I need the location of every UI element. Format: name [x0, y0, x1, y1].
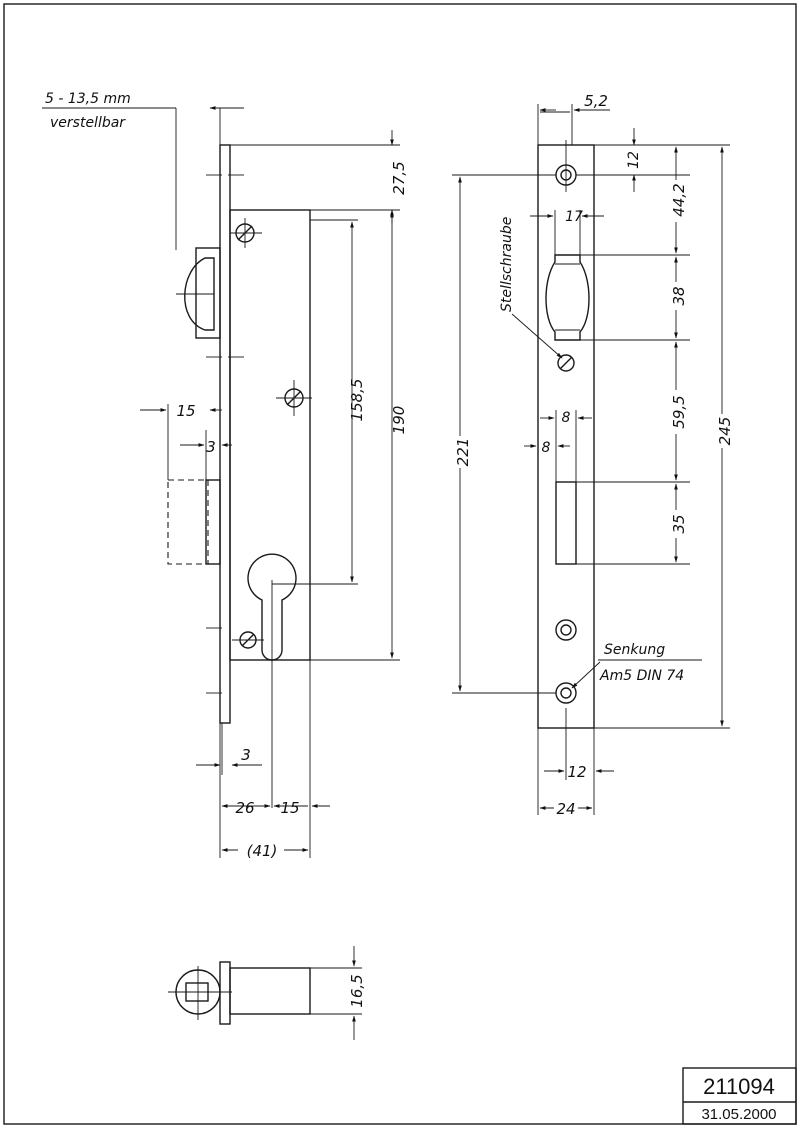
title-block: 211094 31.05.2000: [682, 1067, 797, 1125]
dim-hole-top: 12: [626, 151, 642, 169]
dim-hole-offset: 5,2: [584, 92, 608, 110]
adjustable-range-label: 5 - 13,5 mm: [45, 91, 131, 107]
front-bolt: [555, 481, 577, 565]
dim-bolt-height: 35: [670, 514, 688, 533]
drawing-date: 31.05.2000: [701, 1106, 776, 1123]
dim-latch-width: 15: [176, 402, 195, 420]
dim-hole-span: 221: [454, 438, 472, 467]
side-view: 5 - 13,5 mm verstellbar 27,5 158,5 190 1…: [42, 91, 408, 860]
dim-body-height: 190: [390, 406, 408, 435]
front-set-screw: [557, 354, 575, 372]
dim-bottom-gap: 3: [241, 746, 251, 764]
dim-latch-height: 38: [670, 286, 688, 305]
side-lock-body: [229, 209, 311, 661]
side-bolt: [205, 479, 221, 565]
dim-top-offset: 27,5: [390, 161, 408, 194]
side-latch: [176, 247, 221, 339]
front-view: 5,2 12 44,2 17 38 59,5 35: [452, 92, 734, 818]
dim-total-depth: (41): [247, 842, 278, 860]
bottom-view: 16,5: [168, 946, 366, 1040]
drawing-number: 211094: [703, 1074, 775, 1099]
dim-backset: 26: [235, 799, 254, 817]
dim-plate-length: 245: [716, 417, 734, 446]
adjustable-word-label: verstellbar: [50, 115, 126, 131]
front-hole-middle: [555, 619, 577, 641]
dim-latch-top: 44,2: [670, 183, 688, 216]
side-faceplate: [219, 144, 231, 724]
bottom-lock-body: [229, 967, 311, 1015]
set-screw-label: Stellschraube: [499, 217, 515, 312]
side-screw-middle: [276, 380, 312, 416]
side-screw-bottom: [232, 631, 264, 649]
dim-bolt-width-b: 8: [542, 440, 551, 456]
countersink-label: Senkung: [604, 642, 665, 658]
dim-latch-gap: 3: [206, 438, 216, 456]
dim-hole-spacing: 12: [567, 763, 586, 781]
dim-bolt-width-a: 8: [562, 410, 571, 426]
front-latch: [545, 254, 590, 341]
dim-latch-diameter: 16,5: [348, 974, 366, 1007]
dim-cylinder-width: 15: [280, 799, 299, 817]
dim-bolt-distance: 59,5: [670, 395, 688, 428]
front-hole-top: [555, 140, 577, 192]
countersink-spec-label: Am5 DIN 74: [599, 668, 684, 684]
drawing-frame: [3, 3, 797, 1125]
side-screw-top: [230, 218, 262, 248]
dim-cylinder-distance: 158,5: [348, 379, 366, 422]
dim-slot-width: 17: [565, 209, 583, 225]
dim-plate-width: 24: [556, 800, 575, 818]
side-bolt-projection: [167, 479, 209, 565]
